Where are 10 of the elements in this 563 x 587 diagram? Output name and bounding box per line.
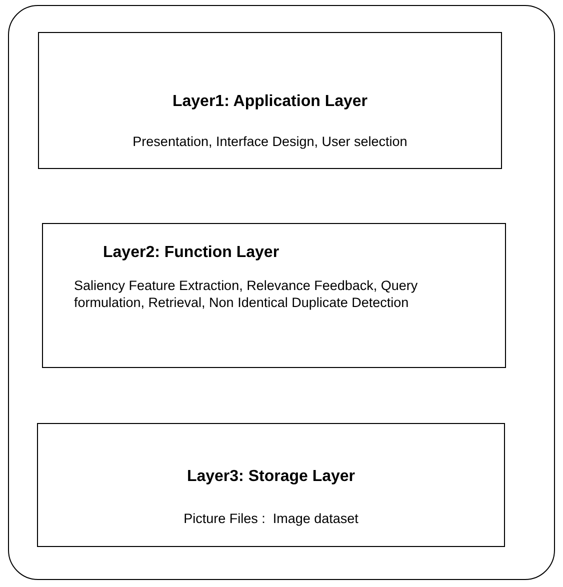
layer-description: Presentation, Interface Design, User selection [132,133,408,150]
outer-frame [8,5,555,580]
layer-title: Layer1: Application Layer [171,93,369,111]
layer-description: Picture Files : Image dataset [182,510,360,527]
layer-box [37,423,505,547]
layer-box [42,223,506,368]
layer-description: Saliency Feature Extraction, Relevance Feedback, Query formulation, Retrieval, Non Identical Duplicate Detection [74,277,419,311]
layer-title: Layer3: Storage Layer [186,468,356,486]
layer-box [38,32,502,169]
layer-title: Layer2: Function Layer [103,244,280,262]
